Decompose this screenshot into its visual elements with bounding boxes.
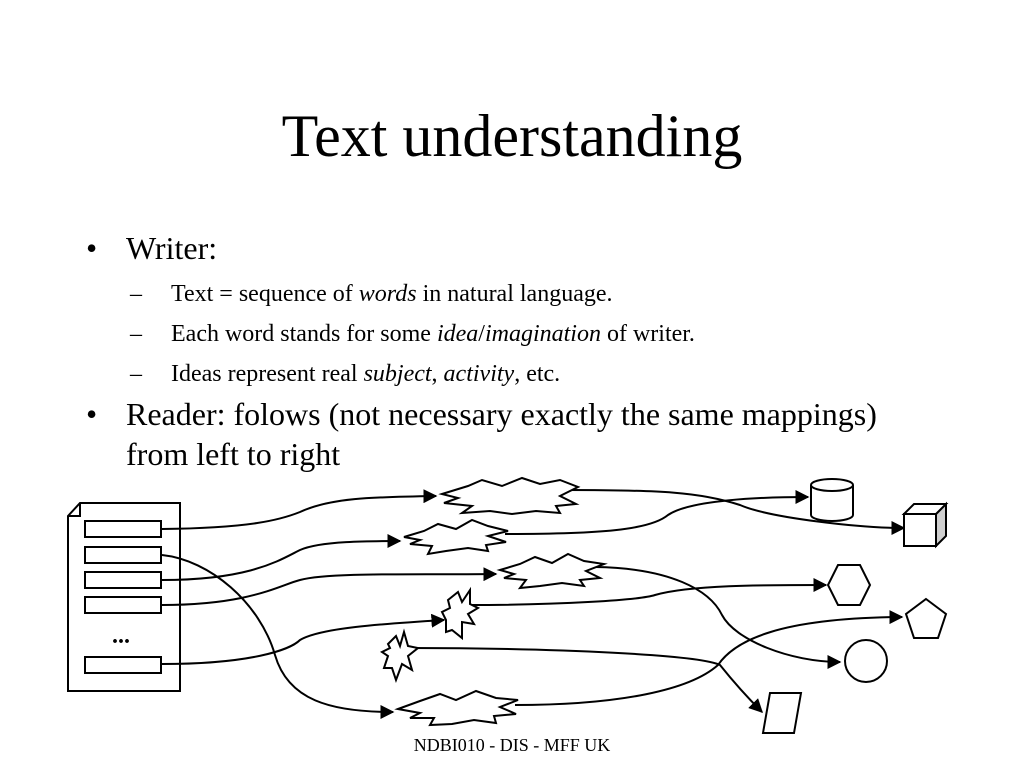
word-slot [84, 596, 162, 614]
dash-mark: – [130, 361, 142, 387]
burst-icon [496, 552, 608, 590]
writer-label: Writer: [126, 230, 218, 266]
subitem-text: Each word stands for some [171, 321, 437, 347]
mapping-arrows [161, 489, 906, 719]
subitem-text: in natural language. [416, 281, 613, 307]
subitem-emphasis: words [358, 281, 417, 307]
idea-bursts [380, 476, 608, 727]
subitem-idea: – Each word stands for some idea/imagina… [130, 314, 966, 354]
cylinder-icon [810, 478, 854, 522]
arrow-word2-idea [161, 554, 395, 719]
arrow-idea-cube [564, 489, 906, 535]
parallelogram-icon [761, 692, 803, 734]
arrow-word3-idea [161, 534, 402, 581]
burst-icon [438, 476, 581, 516]
subitem-text: , [431, 361, 444, 387]
burst-icon [403, 518, 509, 556]
word-slot [84, 546, 162, 564]
subitem-emphasis: imagination [484, 321, 601, 347]
reader-line-1: Reader: folows (not necessary exactly th… [126, 396, 877, 432]
subitem-text: Text = sequence of [171, 281, 359, 307]
subitem-text: , etc. [514, 361, 561, 387]
burst-icon [380, 628, 421, 683]
word-slot [84, 520, 162, 538]
slide-footer: NDBI010 - DIS - MFF UK [413, 735, 611, 755]
subitem-emphasis: idea [436, 321, 479, 347]
arrow-idea-pentagon [514, 610, 904, 706]
subitem-subject: – Ideas represent real subject, activity… [130, 354, 966, 394]
subitem-emphasis: subject [363, 361, 432, 387]
dash-mark: – [130, 321, 142, 347]
cube-icon [901, 501, 949, 549]
burst-icon [440, 586, 481, 641]
bullet-mark: • [86, 230, 98, 266]
subitem-text: / [478, 321, 485, 347]
circle-icon [844, 639, 888, 683]
bullet-reader: • Reader: folows (not necessary exactly … [86, 394, 966, 474]
subitem-words: – Text = sequence of words in natural la… [130, 274, 966, 314]
document-ellipsis: ... [112, 623, 130, 649]
burst-icon [394, 689, 519, 727]
bullet-writer: • Writer: [86, 228, 966, 268]
bullet-list: • Writer: – Text = sequence of words in … [86, 228, 966, 474]
document-icon: ... [67, 502, 181, 692]
pentagon-icon [904, 597, 948, 639]
real-objects [761, 478, 949, 734]
arrow-word4-idea [161, 567, 498, 606]
slide-title: Text understanding [281, 103, 743, 169]
subitem-text: of writer. [600, 321, 695, 347]
arrow-idea-parallelogram [407, 647, 763, 713]
arrow-word5-idea [161, 613, 446, 665]
hexagon-icon [826, 564, 872, 606]
arrow-word1-idea [161, 489, 438, 530]
subitem-text: Ideas represent real [171, 361, 364, 387]
arrow-idea-circle [594, 566, 842, 669]
writer-subitems: – Text = sequence of words in natural la… [130, 274, 966, 394]
subitem-emphasis: activity [443, 361, 515, 387]
bullet-mark: • [86, 396, 98, 432]
dash-mark: – [130, 281, 142, 307]
arrow-idea-cylinder [504, 490, 810, 535]
word-slot [84, 571, 162, 589]
reader-line-2: from left to right [126, 436, 341, 472]
word-slot [84, 656, 162, 674]
arrow-idea-hexagon [467, 578, 828, 606]
